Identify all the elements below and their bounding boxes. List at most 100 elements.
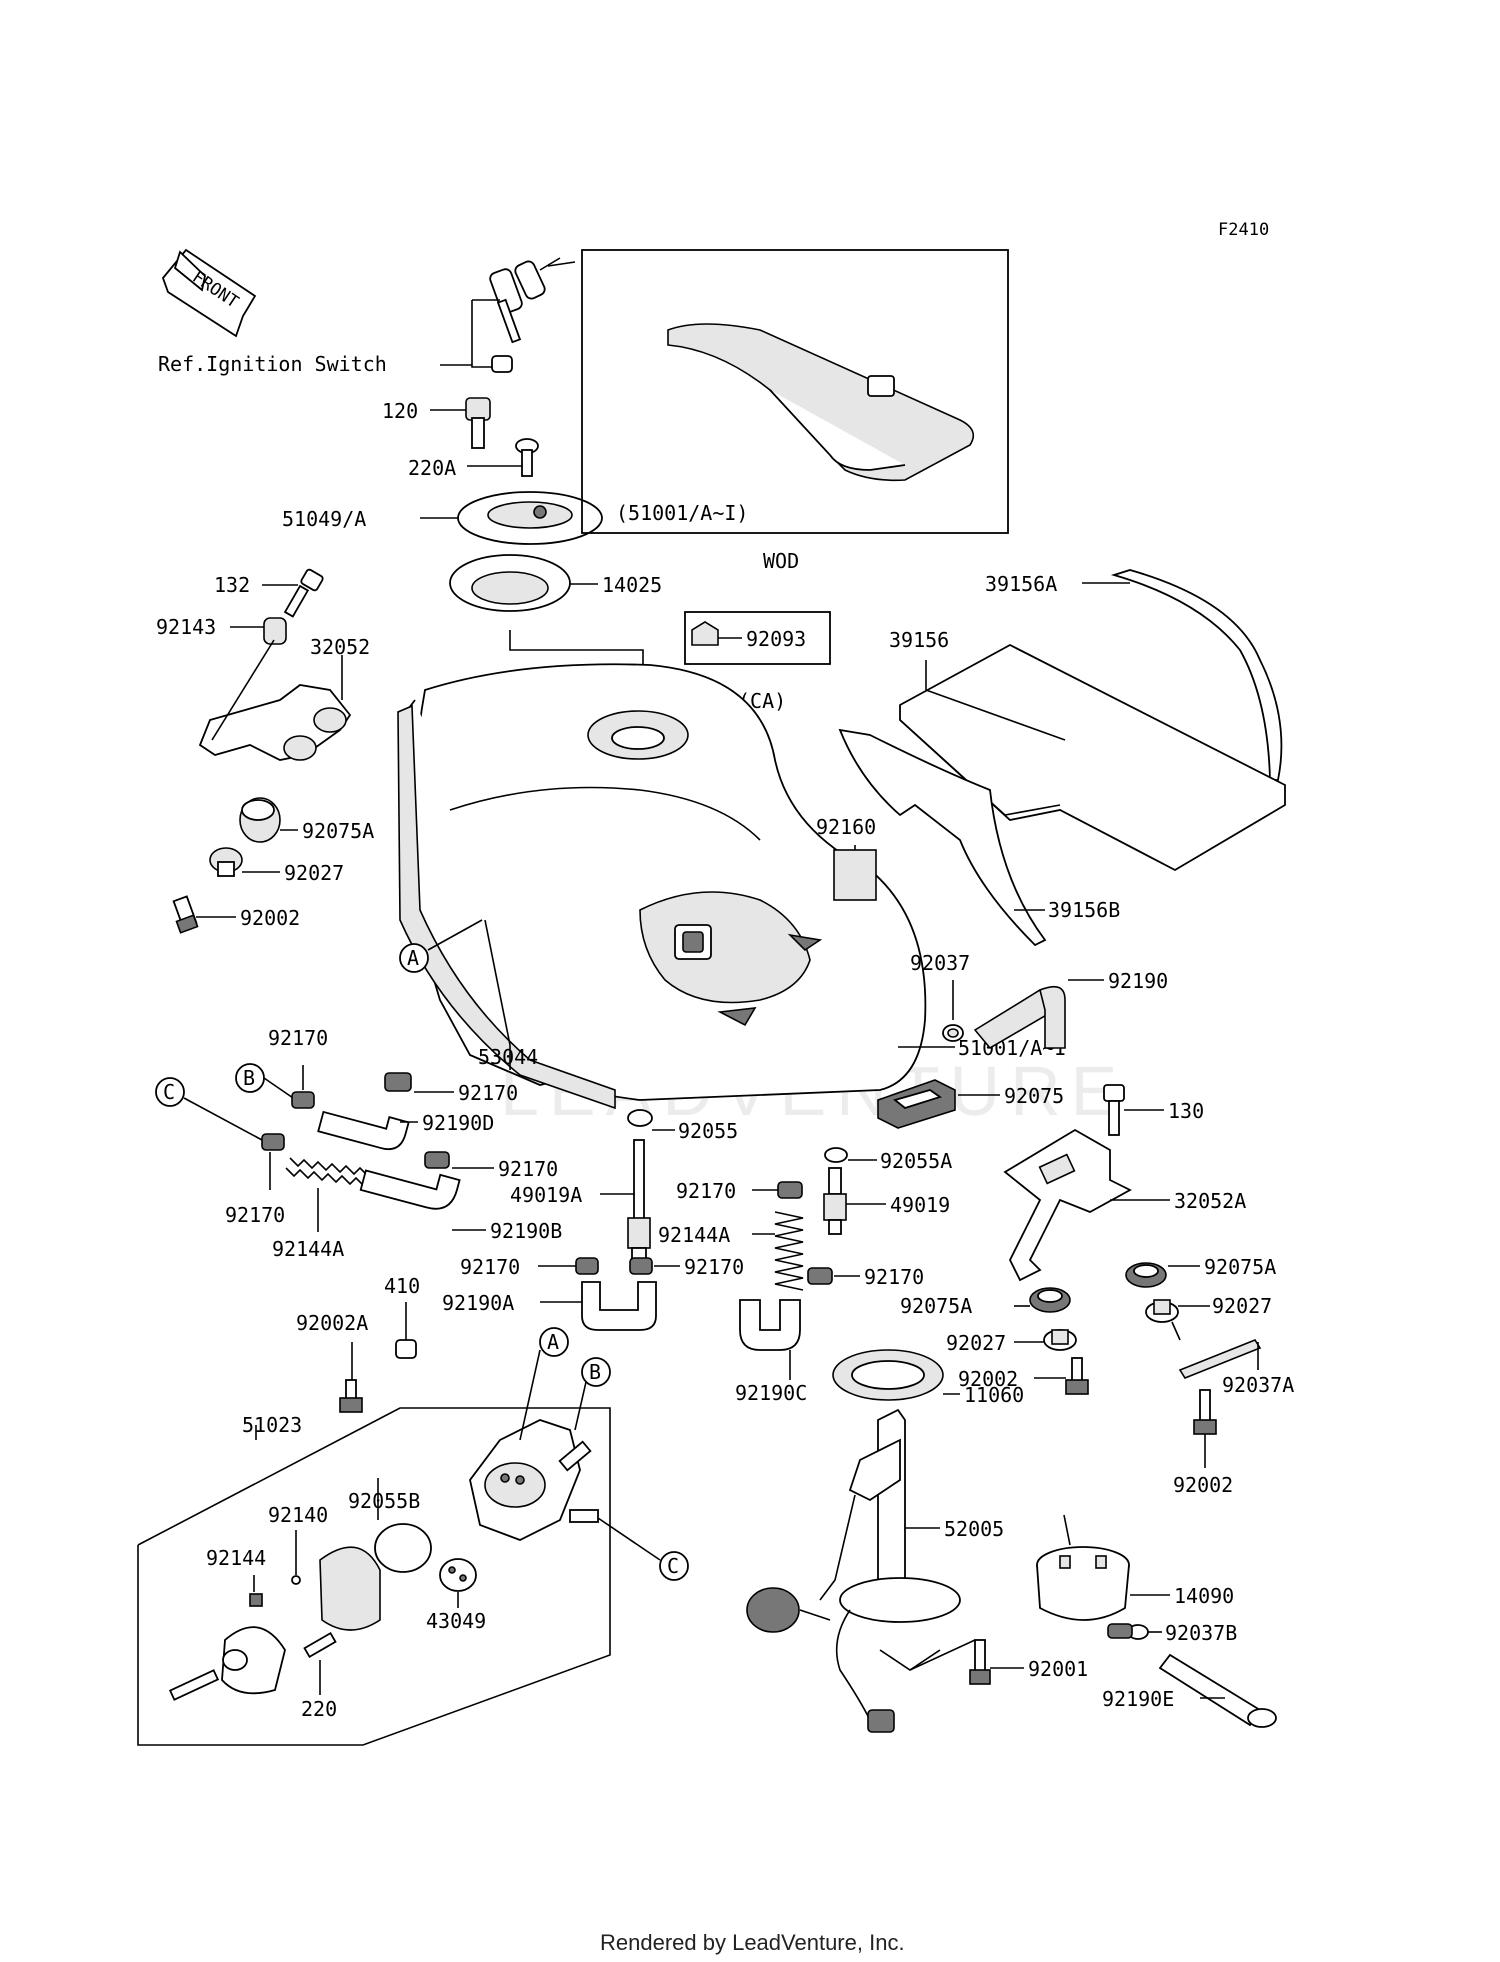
label-92170-d: 92170 — [225, 1203, 285, 1227]
label-120: 120 — [382, 399, 418, 423]
clamp-92037-icon — [942, 1024, 964, 1042]
washer-410-icon — [395, 1339, 417, 1359]
pad-39156b-icon — [838, 728, 1047, 947]
clamp-92170-h-icon — [629, 1257, 653, 1275]
bolt-132-icon — [283, 568, 324, 618]
collar-120-icon — [465, 397, 491, 449]
label-53044: 53044 — [478, 1045, 538, 1069]
callout-b-pump: B — [589, 1360, 601, 1384]
label-32052a: 32052A — [1174, 1189, 1246, 1213]
label-92144: 92144 — [206, 1546, 266, 1570]
screw-220a-icon — [515, 438, 539, 477]
wod-inset-panel: (51001/A~I) — [581, 249, 1009, 534]
fuel-gauge-52005-icon — [746, 1408, 961, 1733]
bracket-14090-icon — [1036, 1546, 1130, 1621]
key-cylinder-icon — [491, 355, 513, 373]
label-92093: 92093 — [746, 627, 806, 651]
label-11060: 11060 — [964, 1383, 1024, 1407]
label-220: 220 — [301, 1697, 337, 1721]
label-92170-h: 92170 — [684, 1255, 744, 1279]
spring-92144a-right-icon — [774, 1211, 804, 1291]
collar-92143-icon — [263, 617, 287, 645]
label-51049a: 51049/A — [282, 507, 366, 531]
label-132: 132 — [214, 573, 250, 597]
bolt-92002a-icon — [339, 1379, 363, 1413]
label-92075a-left: 92075A — [302, 819, 374, 843]
label-92143: 92143 — [156, 615, 216, 639]
valve-49019-icon — [823, 1167, 847, 1235]
label-92075a-right2: 92075A — [1204, 1255, 1276, 1279]
label-51023: 51023 — [242, 1413, 302, 1437]
label-92002-right2: 92002 — [1173, 1473, 1233, 1497]
label-220a: 220A — [408, 456, 456, 480]
hose-92190b-icon — [359, 1169, 461, 1210]
pin-92140-icon — [291, 1575, 301, 1585]
cap-base-14025-icon — [449, 554, 571, 612]
label-92170-f: 92170 — [864, 1265, 924, 1289]
seal-strip-53044-icon — [397, 704, 616, 1110]
label-92170-b: 92170 — [458, 1081, 518, 1105]
hose-92190c-icon — [739, 1299, 801, 1351]
plate-92037a-icon — [1178, 1339, 1262, 1379]
callout-a-pump: A — [547, 1330, 559, 1354]
callout-a-pump-icon — [539, 1327, 569, 1357]
valve-49019a-icon — [627, 1139, 651, 1263]
pad-39156-icon — [899, 643, 1286, 872]
figure-id: F2410 — [1218, 220, 1269, 240]
label-ref-ignition: Ref.Ignition Switch — [158, 352, 387, 376]
label-92190b: 92190B — [490, 1219, 562, 1243]
label-39156a: 39156A — [985, 572, 1057, 596]
hose-92190d-icon — [317, 1110, 410, 1151]
label-92170-g: 92170 — [460, 1255, 520, 1279]
collar-92027-right2-icon — [1145, 1299, 1179, 1323]
gasket-11060-icon — [832, 1349, 944, 1401]
callout-c-left-icon — [155, 1077, 185, 1107]
bolt-130-icon — [1103, 1084, 1125, 1136]
bolt-92002-right1-icon — [1065, 1357, 1089, 1395]
label-92002-right1: 92002 — [958, 1367, 1018, 1391]
label-92001: 92001 — [1028, 1657, 1088, 1681]
fuel-cap-51049a-icon — [457, 491, 603, 545]
bracket-32052a-icon — [1003, 1128, 1132, 1282]
callout-c-pump-icon — [659, 1551, 689, 1581]
grommet-92075a-left-icon — [239, 797, 281, 843]
clamp-92170-c-icon — [424, 1151, 450, 1169]
ca-box: 92093 — [684, 611, 831, 665]
label-39156: 39156 — [889, 628, 949, 652]
hose-92190e-icon — [1158, 1653, 1277, 1728]
pad-39156a-icon — [1110, 569, 1283, 781]
label-92190: 92190 — [1108, 969, 1168, 993]
ignition-keys-icon — [489, 257, 576, 344]
front-arrow-icon: FRONT — [161, 248, 257, 338]
clamp-92170-a-icon — [291, 1091, 315, 1109]
label-92140: 92140 — [268, 1503, 328, 1527]
hose-92190a-icon — [581, 1281, 657, 1331]
label-92170-a: 92170 — [268, 1026, 328, 1050]
callout-b-pump-icon — [581, 1357, 611, 1387]
label-92075a-right1: 92075A — [900, 1294, 972, 1318]
label-92170-e: 92170 — [676, 1179, 736, 1203]
grommet-92075a-right2-icon — [1125, 1262, 1167, 1288]
label-92027-right1: 92027 — [946, 1331, 1006, 1355]
clamp-92170-g-icon — [575, 1257, 599, 1275]
spring-92144a-left-icon — [285, 1157, 369, 1187]
label-plate-92160-icon — [833, 849, 877, 901]
label-92037a: 92037A — [1222, 1373, 1294, 1397]
oring-92055-icon — [627, 1109, 653, 1127]
label-39156b: 39156B — [1048, 898, 1120, 922]
bolt-92002-left-icon — [172, 895, 199, 934]
clamp-92037b-icon — [1107, 1623, 1149, 1640]
label-92144a-left: 92144A — [272, 1237, 344, 1261]
clamp-92170-e-icon — [777, 1181, 803, 1199]
hose-92190-icon — [973, 985, 1066, 1050]
label-32052: 32052 — [310, 635, 370, 659]
label-92075: 92075 — [1004, 1084, 1064, 1108]
label-14090: 14090 — [1174, 1584, 1234, 1608]
label-52005: 52005 — [944, 1517, 1004, 1541]
label-92055a: 92055A — [880, 1149, 952, 1173]
oring-92055a-icon — [824, 1147, 848, 1163]
collar-92027-right1-icon — [1043, 1329, 1077, 1351]
pad-92075-icon — [877, 1079, 956, 1129]
fuel-pump-51023-icon — [137, 1407, 611, 1746]
